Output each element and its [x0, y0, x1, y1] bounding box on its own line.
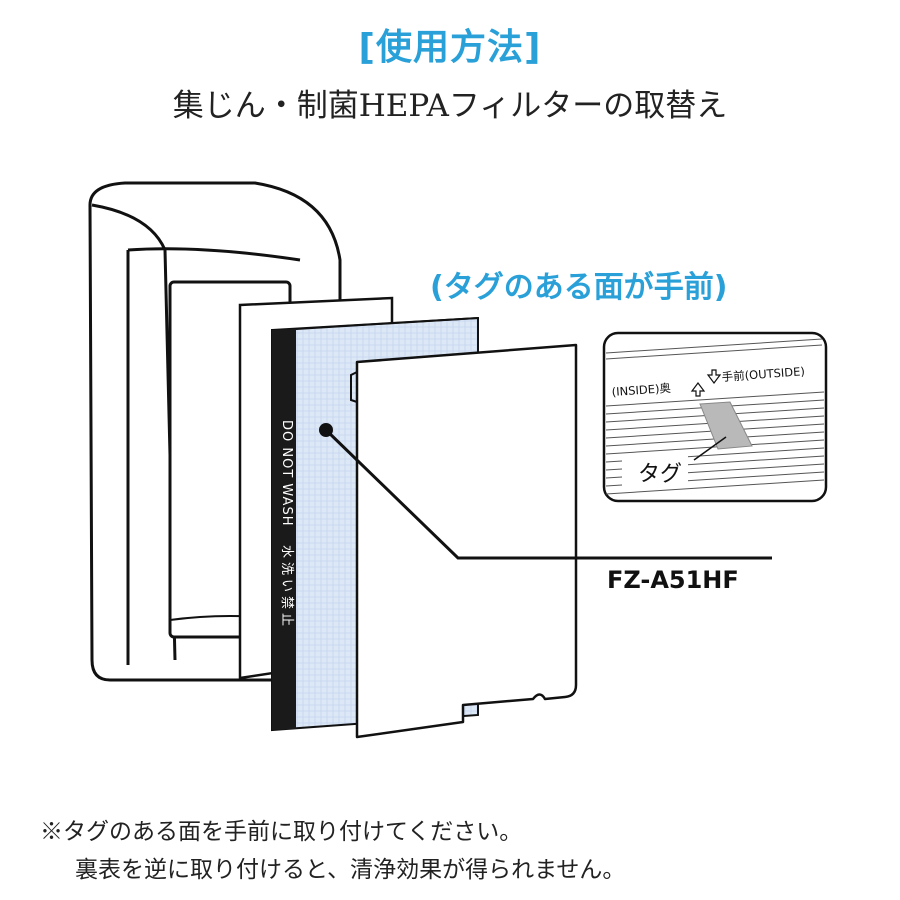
- front-panel: [350, 343, 578, 739]
- note-line-2: 裏表を逆に取り付けると、清浄効果が得られません。: [75, 857, 626, 883]
- tag-side-hint: (タグのある面が手前): [430, 270, 728, 305]
- inside-label: (INSIDE)奥: [611, 381, 672, 399]
- page-subtitle: 集じん・制菌HEPAフィルターの取替え: [172, 88, 728, 124]
- no-wash-jp-label: 水洗い禁止: [279, 545, 294, 630]
- page-title: [使用方法]: [358, 27, 542, 68]
- down-arrow-icon: [706, 369, 722, 384]
- do-not-wash-label: DO NOT WASH: [279, 420, 294, 526]
- tag-label: タグ: [638, 462, 682, 487]
- outside-label: 手前(OUTSIDE): [721, 364, 805, 384]
- note-line-1: ※タグのある面を手前に取り付けてください。: [40, 819, 523, 845]
- tag-detail-inset: (INSIDE)奥 手前(OUTSIDE) タグ: [602, 331, 828, 503]
- model-number: FZ-A51HF: [607, 566, 739, 594]
- tag-swatch: [699, 401, 753, 450]
- up-arrow-icon: [690, 382, 706, 397]
- model-leader-line: [324, 428, 772, 560]
